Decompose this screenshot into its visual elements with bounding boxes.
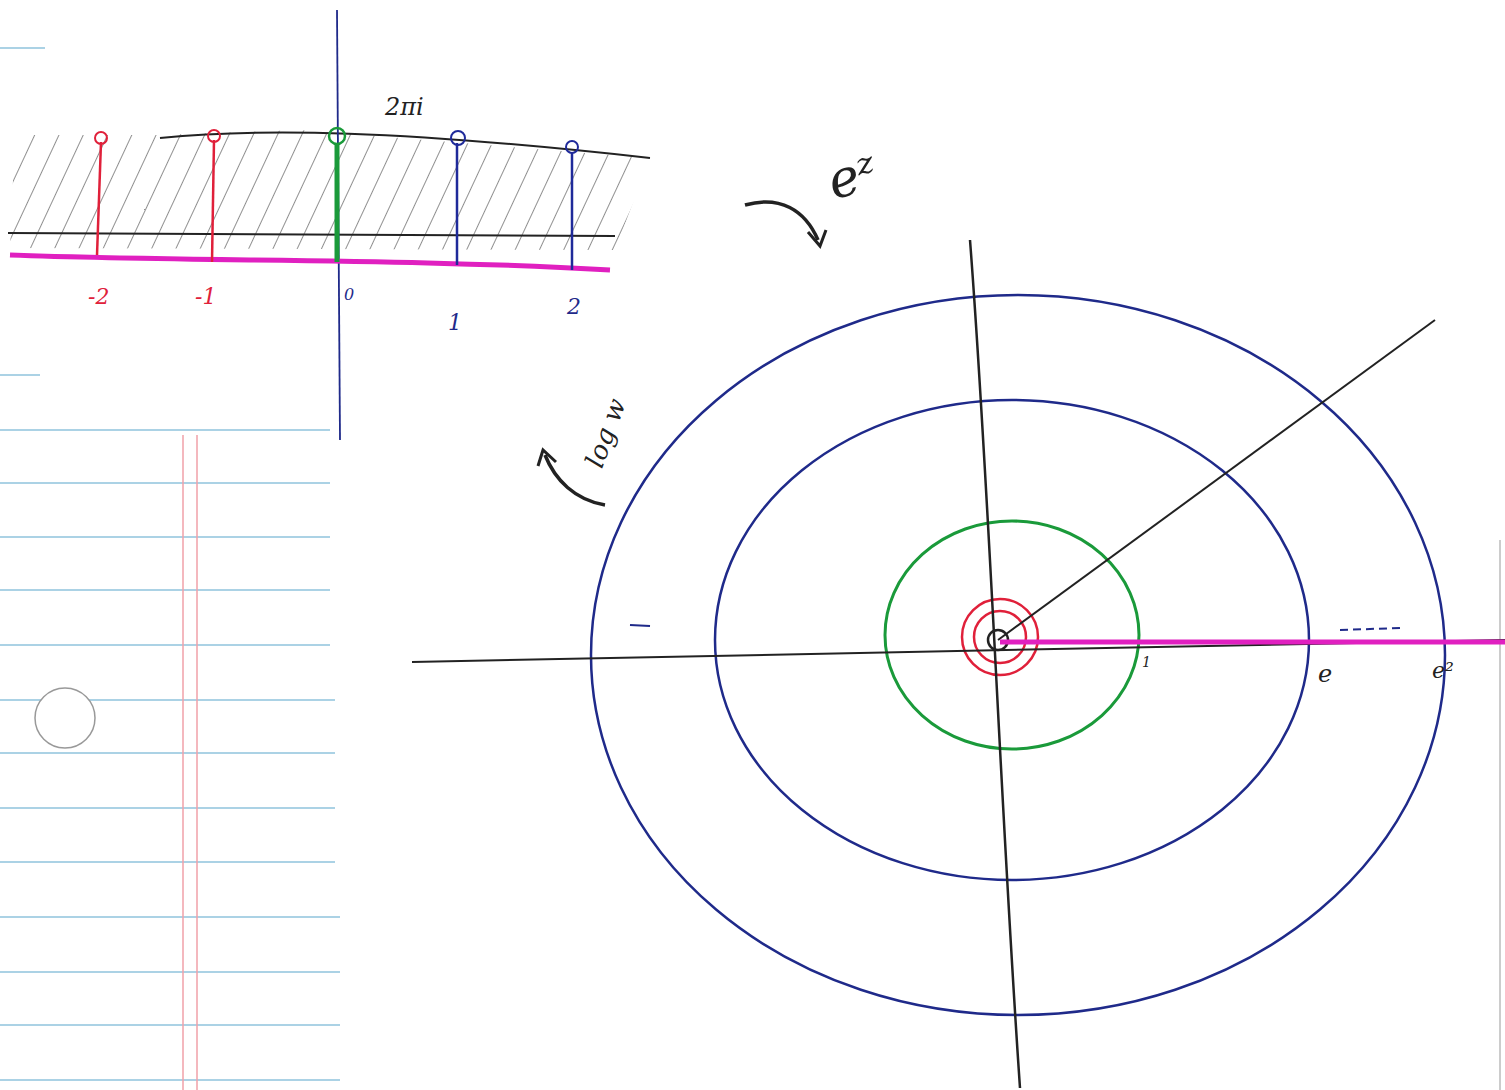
strip-region — [8, 10, 650, 440]
map-label: log w — [581, 395, 630, 471]
tick-number: -1 — [195, 286, 216, 308]
map-label: eᶻ — [822, 145, 882, 208]
axis-label: 2πi — [385, 95, 424, 119]
tick-number: -2 — [88, 286, 109, 308]
w-plane — [412, 240, 1505, 1088]
tick-number: e² — [1432, 660, 1454, 682]
tick-number: 2 — [567, 296, 581, 318]
tick-number: 1 — [448, 312, 462, 334]
tick-number: 1 — [1142, 655, 1151, 669]
tick-number: 0 — [344, 287, 354, 303]
tick-number: e — [1318, 662, 1332, 686]
